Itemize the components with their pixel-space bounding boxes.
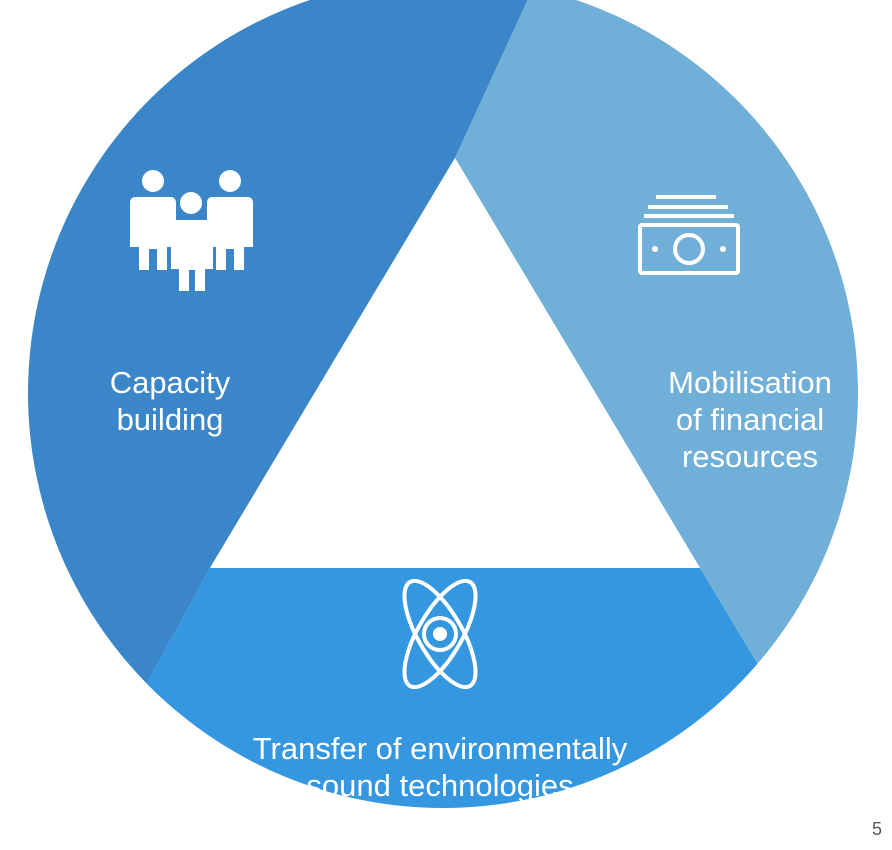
people-icon	[130, 170, 253, 291]
capacity-label-line2: building	[116, 402, 224, 437]
finance-label-line3: resources	[681, 439, 819, 474]
finance-label-line1: Mobilisation	[668, 365, 832, 400]
capacity-segment	[28, 0, 546, 760]
page-number: 5	[871, 819, 882, 839]
finance-label: Mobilisation of financial resources	[640, 364, 860, 475]
money-icon	[638, 195, 740, 275]
technology-label-line2: sound technologies	[306, 768, 574, 803]
technology-label: Transfer of environmentally sound techno…	[180, 730, 700, 804]
capacity-label-line1: Capacity	[109, 365, 231, 400]
finance-segment	[455, 0, 858, 760]
capacity-label: Capacity building	[80, 364, 260, 438]
atom-icon	[402, 578, 478, 690]
finance-label-line2: of financial	[675, 402, 825, 437]
center-triangle	[210, 158, 700, 568]
technology-label-line1: Transfer of environmentally	[252, 731, 628, 766]
